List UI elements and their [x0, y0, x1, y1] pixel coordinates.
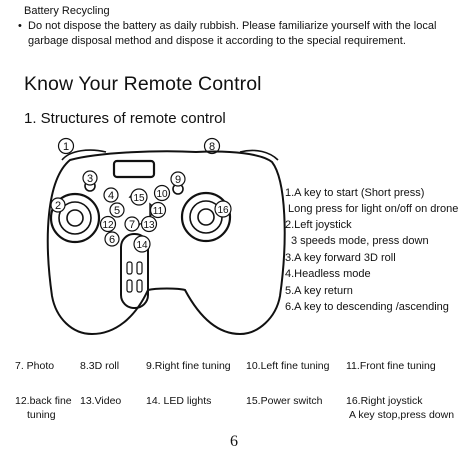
- label-back-fine-tuning: 12.back fine: [15, 395, 72, 407]
- callout-11: 11: [149, 201, 167, 219]
- left-joystick-outer: [49, 192, 101, 244]
- battery-note-line-1: Do not dispose the battery as daily rubb…: [28, 20, 437, 32]
- label-back-fine-tuning-cont: tuning: [27, 409, 56, 421]
- svg-text:2: 2: [55, 200, 61, 212]
- svg-text:1: 1: [63, 141, 69, 153]
- svg-text:8: 8: [209, 141, 215, 153]
- svg-text:4: 4: [108, 190, 114, 202]
- callout-7: 7: [124, 216, 140, 232]
- label-led-lights: 14. LED lights: [146, 395, 212, 407]
- label-front-fine-tuning: 11.Front fine tuning: [346, 360, 436, 372]
- legend-line-6: 4.Headless mode: [285, 268, 371, 280]
- legend-line-2: Long press for light on/off on drone: [288, 203, 459, 215]
- right-shoulder-line: [239, 149, 279, 161]
- legend-line-7: 5.A key return: [285, 285, 353, 297]
- callout-14: 14: [133, 235, 151, 253]
- legend-line-8: 6.A key to descending /ascending: [285, 301, 449, 313]
- legend-line-3: 2.Left joystick: [285, 219, 352, 231]
- led-slot-shape: [126, 261, 133, 275]
- battery-note-line-2: garbage disposal method and dispose it a…: [28, 35, 406, 47]
- svg-text:11: 11: [153, 206, 164, 217]
- led-slot-shape: [136, 261, 143, 275]
- left-joystick-mid: [58, 201, 92, 235]
- label-right-joystick: 16.Right joystick: [346, 395, 423, 407]
- svg-text:14: 14: [136, 240, 148, 251]
- callout-3: 3: [82, 170, 98, 186]
- callout-10: 10: [153, 184, 171, 202]
- legend-line-5: 3.A key forward 3D roll: [285, 252, 396, 264]
- label-photo: 7. Photo: [15, 360, 55, 372]
- callout-5: 5: [109, 202, 125, 218]
- label-video: 13.Video: [80, 395, 122, 407]
- bullet-glyph: •: [18, 20, 22, 32]
- callout-1: 1: [57, 137, 75, 155]
- svg-text:16: 16: [217, 205, 229, 216]
- svg-text:13: 13: [143, 220, 155, 231]
- label-power-switch: 15.Power switch: [246, 395, 323, 407]
- callout-6: 6: [104, 231, 120, 247]
- callout-8: 8: [203, 137, 221, 155]
- svg-text:10: 10: [156, 189, 168, 200]
- callout-12: 12: [99, 215, 117, 233]
- led-slot-shape: [136, 279, 143, 293]
- led-slot-shape: [126, 279, 133, 293]
- subsection-title: 1. Structures of remote control: [24, 110, 226, 127]
- svg-text:15: 15: [133, 193, 145, 204]
- page-number: 6: [230, 433, 238, 450]
- label-3d-roll: 8.3D roll: [80, 360, 120, 372]
- callout-15: 15: [130, 188, 148, 206]
- callout-4: 4: [103, 187, 119, 203]
- center-pill-shape: [120, 233, 149, 309]
- svg-text:5: 5: [114, 205, 120, 217]
- right-joystick-outer: [180, 191, 232, 243]
- svg-text:6: 6: [109, 234, 115, 246]
- section-title: Know Your Remote Control: [24, 73, 262, 95]
- label-left-fine-tuning: 10.Left fine tuning: [246, 360, 330, 372]
- callout-16: 16: [214, 200, 232, 218]
- svg-text:7: 7: [129, 219, 135, 231]
- svg-text:3: 3: [87, 173, 93, 185]
- callout-9: 9: [170, 171, 186, 187]
- callout-2: 2: [50, 197, 66, 213]
- legend-line-4: 3 speeds mode, press down: [291, 235, 429, 247]
- left-joystick-inner: [66, 209, 84, 227]
- legend-line-1: 1.A key to start (Short press): [285, 187, 425, 199]
- power-switch-shape: [112, 159, 156, 179]
- callout-13: 13: [140, 215, 158, 233]
- remote-body-outline: [46, 150, 286, 336]
- label-right-fine-tuning: 9.Right fine tuning: [146, 360, 231, 372]
- svg-text:12: 12: [102, 220, 114, 231]
- right-joystick-inner: [197, 208, 215, 226]
- left-shoulder-line: [61, 149, 107, 161]
- battery-recycling-title: Battery Recycling: [24, 5, 110, 17]
- svg-text:9: 9: [175, 174, 181, 186]
- label-right-joystick-cont: A key stop,press down: [349, 409, 455, 421]
